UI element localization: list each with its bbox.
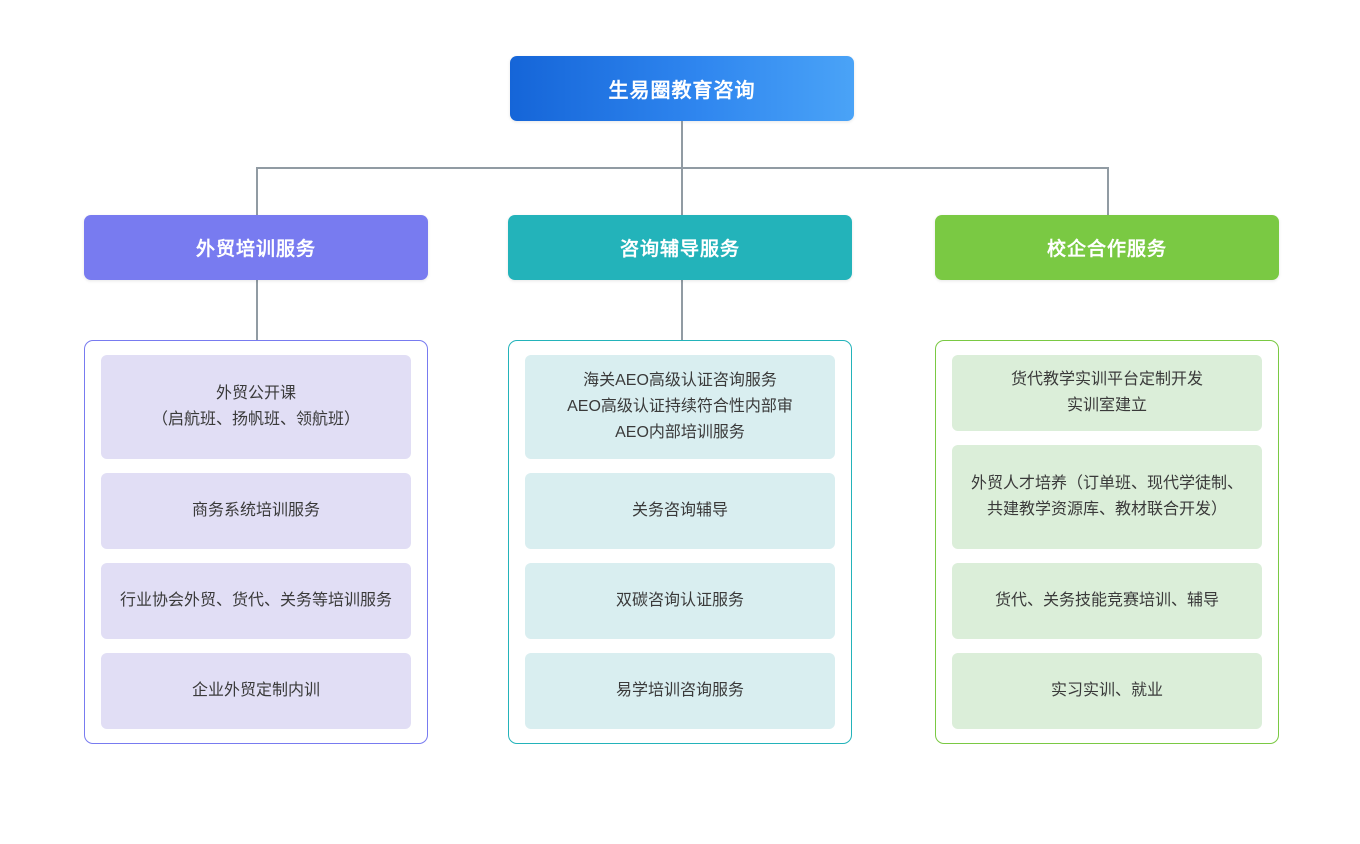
connector-horizontal-bus [256, 167, 1109, 169]
list-item[interactable]: 货代教学实训平台定制开发 实训室建立 [952, 355, 1262, 431]
list-item[interactable]: 外贸人才培养（订单班、现代学徒制、共建教学资源库、教材联合开发） [952, 445, 1262, 549]
list-item[interactable]: 海关AEO高级认证咨询服务 AEO高级认证持续符合性内部审 AEO内部培训服务 [525, 355, 835, 459]
branch-header-3-label: 校企合作服务 [1046, 239, 1167, 260]
list-item[interactable]: 货代、关务技能竞赛培训、辅导 [952, 563, 1262, 639]
branch-header-1-label: 外贸培训服务 [195, 239, 316, 260]
branch-column-foreign-trade-training: 外贸培训服务 外贸公开课 （启航班、扬帆班、领航班） 商务系统培训服务 行业协会… [84, 215, 428, 744]
list-item[interactable]: 企业外贸定制内训 [101, 653, 411, 729]
connector-root-drop [681, 121, 683, 168]
branch-panel-2: 海关AEO高级认证咨询服务 AEO高级认证持续符合性内部审 AEO内部培训服务 … [508, 340, 852, 744]
branch-header-2-label: 咨询辅导服务 [619, 239, 740, 260]
list-item[interactable]: 商务系统培训服务 [101, 473, 411, 549]
list-item[interactable]: 行业协会外贸、货代、关务等培训服务 [101, 563, 411, 639]
branch-header-2[interactable]: 咨询辅导服务 [508, 215, 852, 280]
root-node-label: 生易圈教育咨询 [608, 80, 756, 102]
list-item[interactable]: 关务咨询辅导 [525, 473, 835, 549]
branch-header-1[interactable]: 外贸培训服务 [84, 215, 428, 280]
connector-branch-2-to-panel [681, 280, 683, 341]
branch-column-school-enterprise-cooperation: 校企合作服务 货代教学实训平台定制开发 实训室建立 外贸人才培养（订单班、现代学… [935, 215, 1279, 744]
root-node-education-consulting[interactable]: 生易圈教育咨询 [510, 56, 854, 121]
list-item[interactable]: 双碳咨询认证服务 [525, 563, 835, 639]
connector-branch-2-drop [681, 167, 683, 215]
connector-branch-1-drop [256, 167, 258, 215]
list-item[interactable]: 易学培训咨询服务 [525, 653, 835, 729]
branch-panel-1: 外贸公开课 （启航班、扬帆班、领航班） 商务系统培训服务 行业协会外贸、货代、关… [84, 340, 428, 744]
connector-branch-3-drop [1107, 167, 1109, 215]
branch-column-consulting-coaching: 咨询辅导服务 海关AEO高级认证咨询服务 AEO高级认证持续符合性内部审 AEO… [508, 215, 852, 744]
connector-branch-1-to-panel [256, 280, 258, 341]
list-item[interactable]: 实习实训、就业 [952, 653, 1262, 729]
branch-panel-3: 货代教学实训平台定制开发 实训室建立 外贸人才培养（订单班、现代学徒制、共建教学… [935, 340, 1279, 744]
branch-header-3[interactable]: 校企合作服务 [935, 215, 1279, 280]
list-item[interactable]: 外贸公开课 （启航班、扬帆班、领航班） [101, 355, 411, 459]
